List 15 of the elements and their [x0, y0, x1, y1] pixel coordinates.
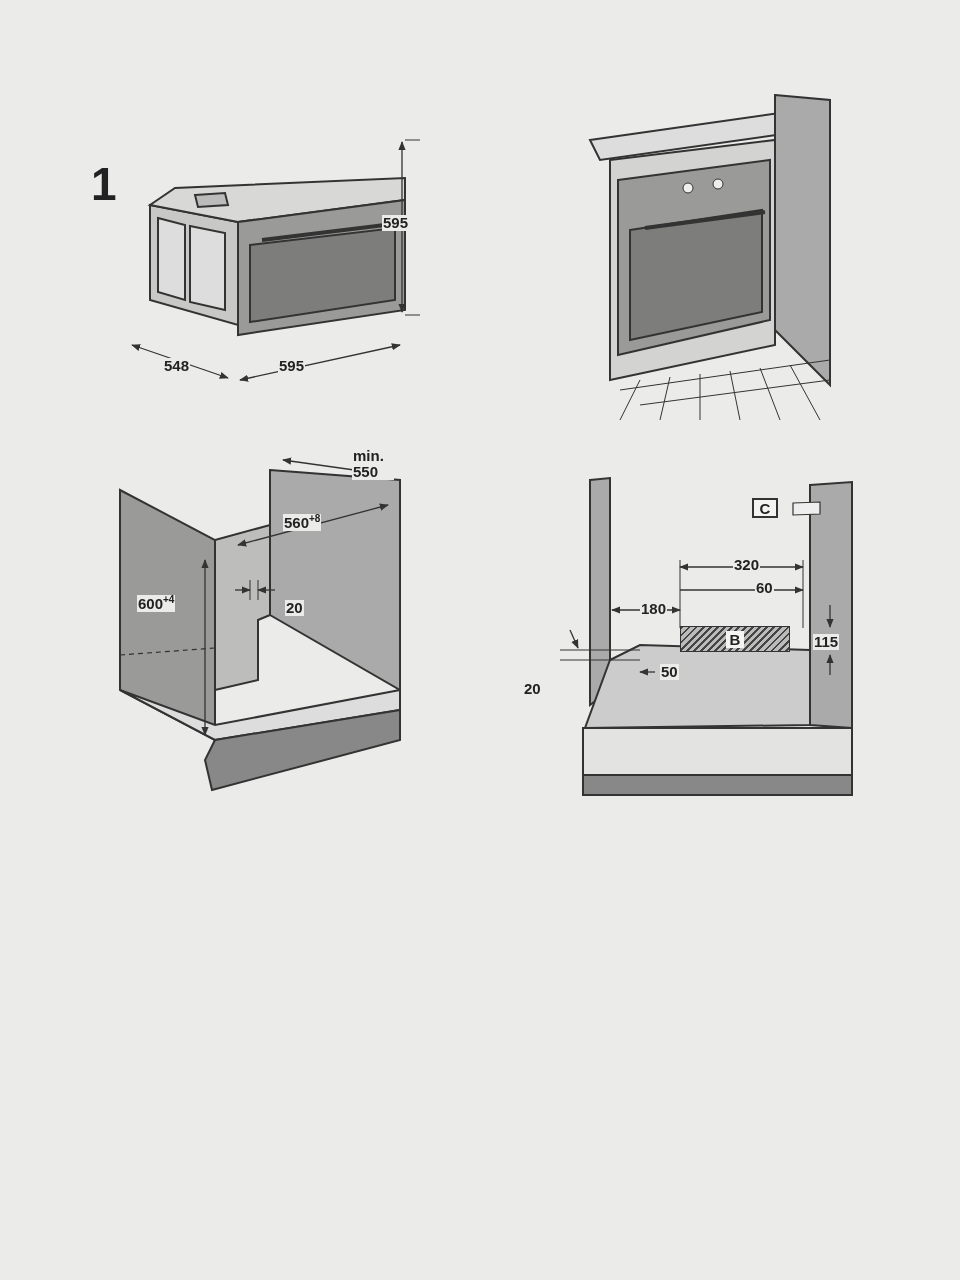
dimension-label: 50: [660, 664, 679, 680]
dimension-label: 115: [813, 634, 840, 650]
dimension-label: 595: [278, 358, 306, 374]
dimension-label: 180: [640, 601, 668, 617]
dimension-label: 560$^{+8}$: [283, 514, 322, 531]
dimension-label: 600$^{+4}$: [137, 595, 176, 612]
dimension-label: 595: [382, 215, 410, 231]
dimension-label: 20: [523, 681, 542, 697]
dimension-label: 60: [755, 580, 774, 596]
dimension-label: 320: [733, 557, 761, 573]
dimension-label: min. 550: [352, 448, 394, 480]
part-letter: B: [725, 630, 745, 648]
dimension-label: 20: [285, 600, 304, 616]
part-letter: C: [759, 499, 771, 517]
dimension-label: 548: [163, 358, 191, 374]
